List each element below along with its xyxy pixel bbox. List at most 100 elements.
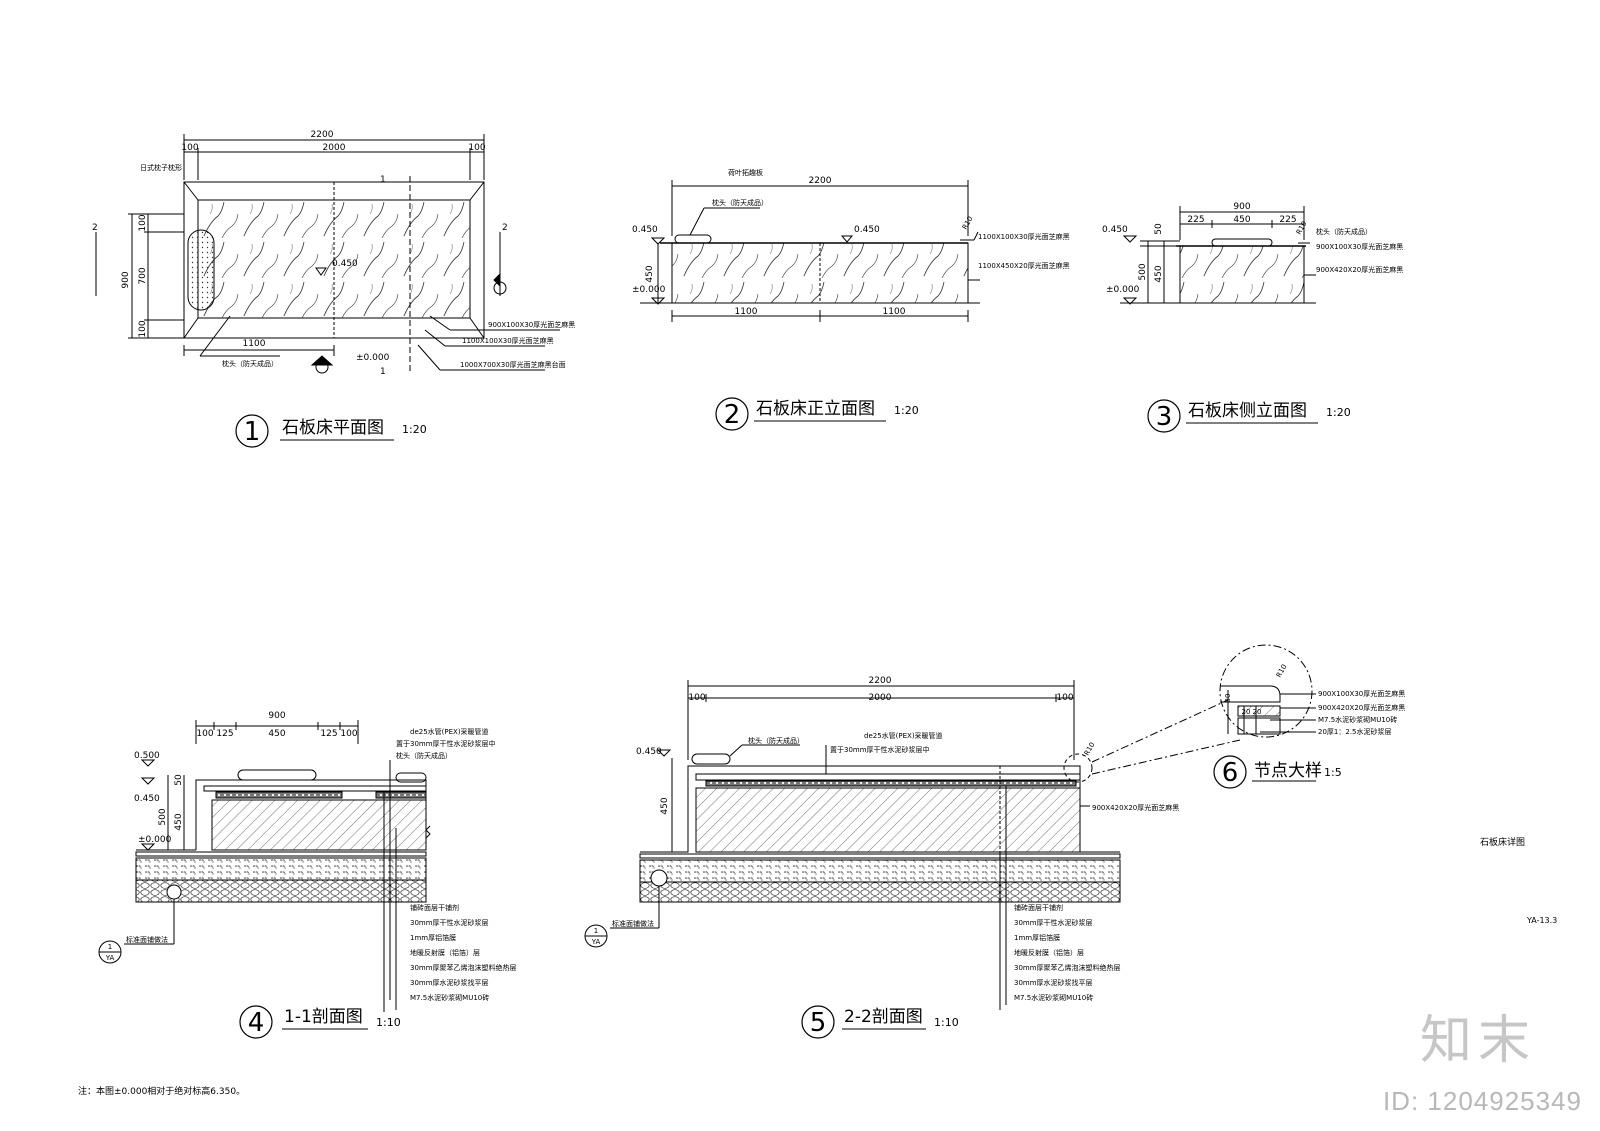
front-dim-height: 450: [645, 265, 655, 282]
plan-caption-scale: 1:20: [402, 423, 427, 436]
sec22-label-body: 900X420X20厚光面芝麻黑: [1092, 803, 1179, 812]
sec11-layer-3: 1mm厚铝箔膜: [410, 933, 456, 942]
sec11-dim-d: 125: [320, 729, 337, 739]
side-caption-title: 石板床侧立面图: [1188, 401, 1307, 421]
plan-cut-right: 2: [502, 223, 508, 233]
sheet-name: 石板床详图: [1480, 838, 1526, 848]
plan-dim-edge-left: 100: [181, 143, 198, 153]
elevation-note: 注：本图±0.000相对于绝对标高6.350。: [78, 1087, 246, 1097]
plan-dim-half: 1100: [243, 339, 266, 349]
plan-label-pillow: 枕头（防天成品）: [222, 359, 278, 368]
plan-label-top: 900X100X30厚光面芝麻黑: [488, 320, 575, 329]
front-texts: 2200 1100 1100 450 0.450 0.450 ±0.000 荷叶…: [632, 168, 1070, 317]
front-dim-left: 1100: [735, 307, 758, 317]
sec22-callout-sheet: YA: [591, 938, 601, 946]
sec11-caption-number: 4: [248, 1008, 265, 1038]
plan-cut-left: 2: [92, 223, 98, 233]
front-view: [640, 180, 980, 322]
node-caption-scale: 1:5: [1324, 766, 1342, 779]
side-caption-number: 3: [1156, 402, 1173, 432]
plan-cut-bottom: 1: [380, 367, 386, 377]
sec11-dim-top: 50: [174, 774, 184, 786]
sec22-caption-title: 2-2剖面图: [844, 1007, 923, 1027]
side-caption-scale: 1:20: [1326, 406, 1351, 419]
sec22-label-r10: R10: [1083, 741, 1097, 757]
side-dim-c: 225: [1279, 215, 1296, 225]
sec11-caption-scale: 1:10: [376, 1016, 401, 1029]
side-view: [1120, 206, 1316, 305]
front-label-slab: 1100X100X30厚光面芝麻黑: [978, 232, 1070, 241]
node-detail-texts: R10 30 20 20 900X100X30厚光面芝麻黑 900X420X20…: [1224, 663, 1405, 736]
sec22-caption-number: 5: [810, 1008, 827, 1038]
sec22-label-pipe-bed: 置于30mm厚干性水泥砂浆层中: [830, 745, 930, 754]
plan-level-zero: ±0.000: [356, 353, 390, 363]
plan-cut-top: 1: [380, 175, 386, 185]
watermark-id: ID: 1204925349: [1382, 1086, 1582, 1116]
sec11-level-top: 0.500: [134, 751, 160, 761]
sec22-dim-inner: 2000: [869, 693, 892, 703]
front-dim-right: 1100: [883, 307, 906, 317]
sec22-layer-1: 铺砖面层干铺剂: [1014, 903, 1063, 912]
front-label-top: 荷叶拓趣板: [728, 168, 763, 177]
sec22-dim-total: 2200: [869, 676, 892, 686]
sec11-dim-e: 100: [340, 729, 357, 739]
side-caption: 3 石板床侧立面图 1:20: [1147, 399, 1351, 433]
plan-dim-mid: 700: [138, 267, 148, 284]
front-dim-total: 2200: [809, 176, 832, 186]
sec22-layer-6: 30mm厚水泥砂浆找平层: [1014, 978, 1093, 987]
side-dim-total: 900: [1233, 202, 1250, 212]
sec22-layer-4: 地暖反射膜（铝箔）层: [1014, 948, 1084, 957]
node-label-mortar: 20厚1：2.5水泥砂浆层: [1318, 727, 1392, 736]
node-caption-number: 6: [1222, 758, 1239, 788]
sec22-layer-2: 30mm厚干性水泥砂浆层: [1014, 918, 1093, 927]
plan-caption: 1 石板床平面图 1:20: [235, 414, 427, 448]
node-label-body: 900X420X20厚光面芝麻黑: [1318, 703, 1405, 712]
side-level-zero: ±0.000: [1106, 285, 1140, 295]
front-caption-scale: 1:20: [894, 404, 919, 417]
sec11-layer-1: 铺砖面层干铺剂: [410, 903, 459, 912]
front-label-pillow: 枕头（防天成品）: [712, 198, 768, 207]
sec22-label-ref: 标准面铺做法: [612, 919, 654, 928]
sec11-label-pipe-bed: 置于30mm厚干性水泥砂浆层中: [396, 739, 496, 748]
sec22-dim-edge-right: 100: [1056, 693, 1073, 703]
front-label-r10: R10: [961, 215, 975, 231]
plan-caption-number: 1: [244, 417, 261, 447]
sec11-label-pipe: de25水管(PEX)采暖管道: [410, 727, 489, 736]
plan-view: [95, 134, 560, 374]
sec11-layer-7: M7.5水泥砂浆砌MU10砖: [410, 993, 489, 1002]
front-caption: 2 石板床正立面图 1:20: [715, 397, 919, 431]
sec11-dim-c: 450: [268, 729, 285, 739]
sec22-label-pillow: 枕头（防天成品）: [748, 736, 804, 745]
sec22-dim-height: 450: [660, 797, 670, 814]
side-dim-a: 225: [1187, 215, 1204, 225]
sec22-caption-scale: 1:10: [934, 1016, 959, 1029]
node-caption-title: 节点大样: [1254, 761, 1322, 781]
sec11-level-mid: 0.450: [134, 794, 160, 804]
sec11-layer-4: 地暖反射膜（铝箔）层: [410, 948, 480, 957]
section-1-1-texts: 900 100 125 450 125 100 500 450 50 0.500…: [105, 711, 517, 1002]
sec11-layer-6: 30mm厚水泥砂浆找平层: [410, 978, 489, 987]
section-1-1-view: [98, 720, 431, 1012]
section-2-2-view: [584, 680, 1241, 1010]
sec22-layer-3: 1mm厚铝箔膜: [1014, 933, 1060, 942]
front-level-mid: 0.450: [854, 225, 880, 235]
sec11-callout-number: 1: [108, 943, 112, 951]
side-dim-b: 450: [1233, 215, 1250, 225]
plan-dim-height: 900: [121, 271, 131, 288]
plan-dim-edge-right: 100: [468, 143, 485, 153]
node-dim-30: 30: [1224, 694, 1232, 703]
plan-dim-bottom: 100: [138, 320, 148, 337]
sec11-dim-height: 450: [174, 813, 184, 830]
sec11-level-zero: ±0.000: [138, 835, 172, 845]
sec11-label-pillow: 枕头（防天成品）: [396, 751, 452, 760]
side-texts: 900 225 450 225 500 450 50 0.450 ±0.000 …: [1102, 202, 1403, 295]
sec11-dim-b: 125: [216, 729, 233, 739]
plan-level: 0.450: [332, 259, 358, 269]
plan-label-top-left: 日式枕子枕形: [140, 163, 182, 172]
plan-dim-total: 2200: [311, 130, 334, 140]
plan-label-mid: 1100X100X30厚光面芝麻黑: [462, 336, 554, 345]
sheet-number: YA-13.3: [1527, 916, 1558, 925]
sec11-dim-total: 900: [268, 711, 285, 721]
side-dim-top: 50: [1154, 223, 1164, 235]
